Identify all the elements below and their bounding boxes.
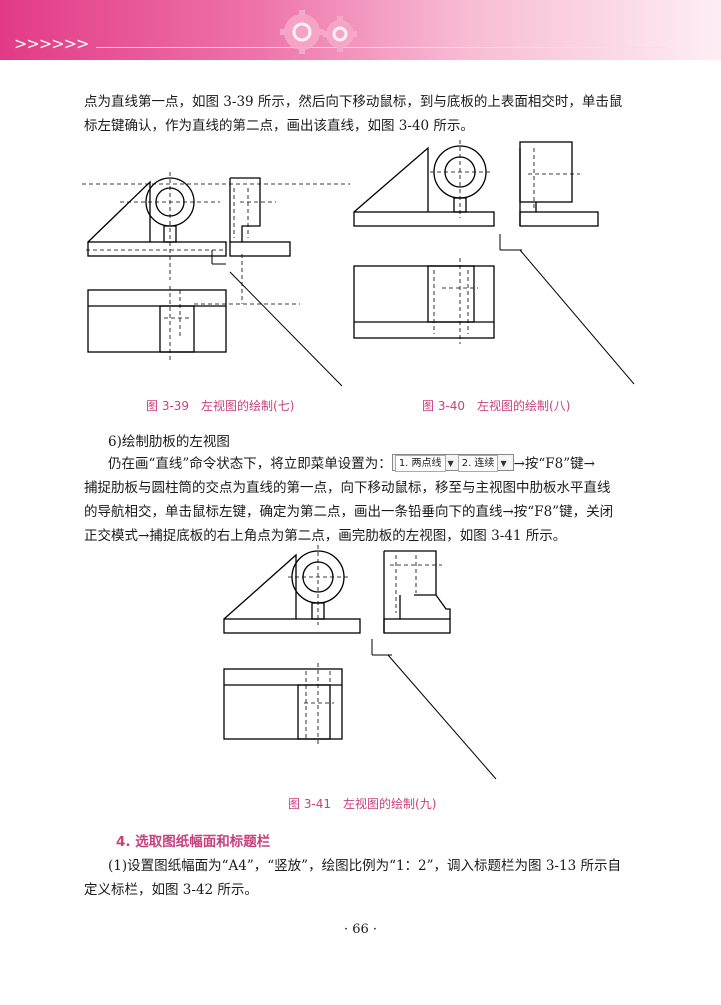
dropdown-arrow-icon: ▼ xyxy=(447,459,454,468)
figure-3-41-caption: 图 3-41 左视图的绘制(九) xyxy=(288,797,437,811)
paragraph-line: 标左键确认，作为直线的第二点，画出该直线，如图 3-40 所示。 xyxy=(84,118,474,134)
figure-3-40-drawing xyxy=(353,140,635,385)
gear-decoration-icon xyxy=(280,10,357,54)
paragraph-line: 仍在画“直线”命令状态下，将立即菜单设置为：1. 两点线▼2. 连续▼→按“F8… xyxy=(108,452,595,476)
paragraph-line: (1)设置图纸幅面为“A4”，“竖放”，绘图比例为“1：2”，调入标题栏为图 3… xyxy=(108,858,621,874)
figure-3-40-caption: 图 3-40 左视图的绘制(八) xyxy=(422,399,571,413)
header-band xyxy=(0,0,721,60)
menu-item-continuous: 2. 连续 xyxy=(457,455,499,472)
section-heading: 4. 选取图纸幅面和标题栏 xyxy=(116,834,271,850)
figure-3-39-drawing xyxy=(82,172,350,387)
figure-3-39-caption: 图 3-39 左视图的绘制(七) xyxy=(146,399,295,413)
page-number: · 66 · xyxy=(343,922,378,937)
figure-3-41-drawing xyxy=(223,545,497,780)
dropdown-arrow-icon: ▼ xyxy=(500,459,507,468)
paragraph-line: 正交模式→捕捉底板的右上角点为第二点，画完肋板的左视图，如图 3-41 所示。 xyxy=(84,528,567,544)
header-arrows: >>>>>> xyxy=(14,34,89,53)
paragraph-line: 点为直线第一点，如图 3-39 所示，然后向下移动鼠标，到与底板的上表面相交时，… xyxy=(84,94,623,110)
menu-item-two-point-line: 1. 两点线 xyxy=(394,455,446,472)
paragraph-line: 的导航相交，单击鼠标左键，确定为第二点，画出一条铅垂向下的直线→按“F8”键，关… xyxy=(84,504,614,520)
paragraph-text: 仍在画“直线”命令状态下，将立即菜单设置为： xyxy=(108,456,392,472)
sub-heading: 6)绘制肋板的左视图 xyxy=(108,434,230,450)
immediate-menu: 1. 两点线▼2. 连续▼ xyxy=(391,454,514,472)
paragraph-line: 捕捉肋板与圆柱筒的交点为直线的第一点，向下移动鼠标，移至与主视图中肋板水平直线 xyxy=(84,480,611,496)
header-rule xyxy=(96,47,666,48)
paragraph-line: 定义标栏，如图 3-42 所示。 xyxy=(84,882,258,898)
paragraph-text: →按“F8”键→ xyxy=(513,456,595,472)
